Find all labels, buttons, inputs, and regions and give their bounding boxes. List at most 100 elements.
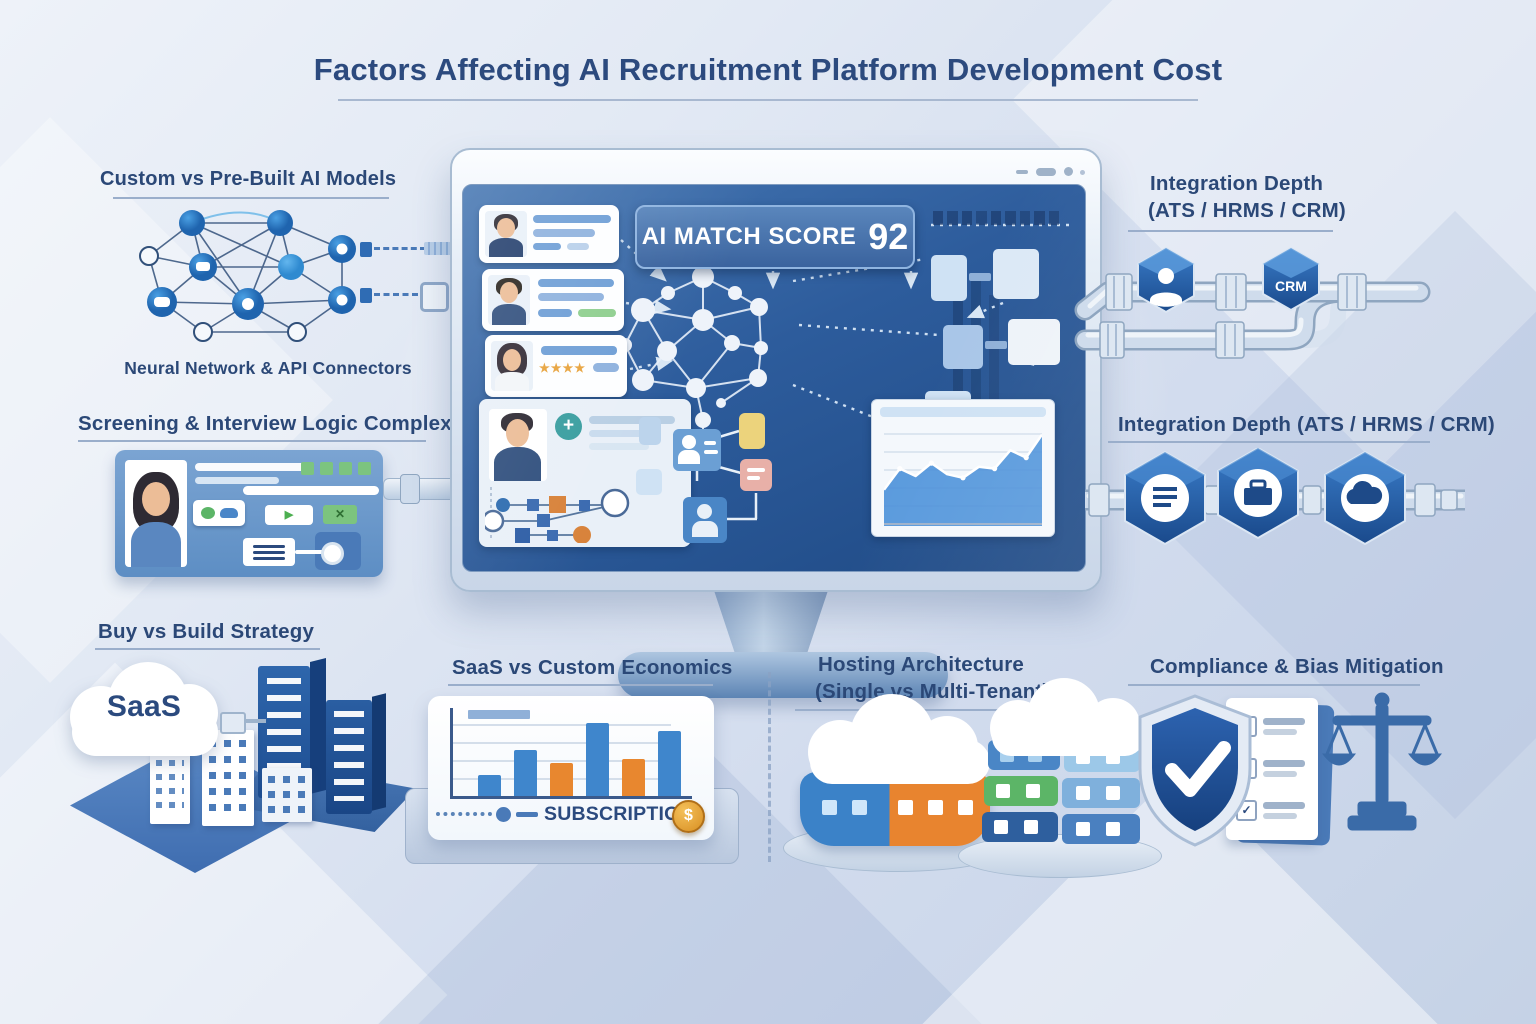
toolbar-cell: [1019, 211, 1031, 225]
buy-build-underline: [95, 648, 320, 650]
avatar-face: [506, 419, 529, 447]
text-bar: [1263, 760, 1305, 767]
economics-heading: SaaS vs Custom Economics: [452, 656, 733, 679]
flow-link: [969, 273, 991, 281]
server-tower-side: [372, 693, 386, 811]
building: [150, 752, 190, 824]
panel-header-bar: [880, 407, 1046, 417]
economics-card: SUBSCRIPTION $: [428, 696, 714, 840]
building-windows: [268, 776, 306, 814]
flow-box: [1008, 319, 1060, 365]
gridline: [453, 760, 671, 762]
bar-3: [550, 763, 573, 796]
api-connector-cable: [374, 247, 426, 250]
single-tenant-drum: [800, 772, 990, 846]
rating-square: [320, 462, 333, 475]
list-line: [253, 545, 285, 548]
compliance-heading: Compliance & Bias Mitigation: [1150, 655, 1444, 678]
screening-pipe-sleeve: [400, 474, 420, 504]
api-connector-plug: [360, 288, 372, 303]
bar-6: [658, 731, 681, 796]
candidate-card: ★★★★: [485, 335, 627, 397]
saas-connector: [220, 712, 246, 734]
monitor-stand-base: [618, 652, 948, 698]
banner-score: 92: [868, 216, 909, 257]
multi-tenant-row: [982, 812, 1058, 842]
avatar-face: [500, 282, 518, 303]
building-windows: [209, 740, 247, 816]
server-window: [994, 820, 1008, 834]
api-connector-cable: [374, 293, 418, 296]
y-axis: [450, 708, 453, 798]
slider-knob: [321, 542, 344, 565]
server-window: [1076, 786, 1090, 800]
leader-dots: [436, 812, 492, 816]
rating-square: [358, 462, 371, 475]
gridline: [453, 724, 671, 726]
candidate-avatar: [488, 275, 530, 325]
screen-toolbar: [933, 211, 1059, 225]
bar-4: [586, 723, 609, 796]
window-control-dot: [1064, 167, 1073, 176]
integration-pipes: [1074, 246, 1431, 359]
subscription-label: SUBSCRIPTION: [544, 803, 694, 825]
avatar-face: [497, 218, 515, 238]
text-bar: [1263, 718, 1305, 725]
text-bar: [533, 229, 595, 237]
avatar-torso: [492, 304, 526, 325]
analytics-line-chart: [884, 433, 1042, 526]
star-rating: ★★★★: [539, 361, 587, 375]
toolbar-cell: [990, 211, 1002, 225]
custom-models-underline: [113, 197, 389, 199]
text-bar: [533, 215, 611, 223]
play-button: ▶: [265, 505, 313, 525]
page-title: Factors Affecting AI Recruitment Platfor…: [313, 52, 1223, 87]
rating-square: [339, 462, 352, 475]
text-bar: [589, 430, 661, 437]
scales-of-justice-icon: [1322, 692, 1442, 831]
text-bar: [195, 477, 279, 484]
toolbar-cell: [1048, 211, 1059, 225]
server-window: [996, 784, 1010, 798]
integration-hex-chain: [1085, 448, 1465, 546]
person-icon: [682, 435, 696, 449]
progress-bar: [243, 486, 379, 495]
interview-logic-flow: [485, 487, 630, 543]
cloud-icon: [220, 508, 238, 518]
flow-box: [931, 255, 967, 301]
legend-chip: [468, 710, 530, 719]
hosting-cloud-multi: [990, 676, 1150, 768]
ai-match-score-banner: AI MATCH SCORE 92: [635, 205, 915, 269]
bar-1: [478, 775, 501, 796]
text-bar: [533, 243, 561, 250]
ats-cube: [1137, 246, 1195, 314]
text-bar: [704, 441, 716, 445]
window-control-dot: [1080, 170, 1085, 175]
toolbar-cell: [976, 211, 987, 225]
text-bar: [195, 463, 313, 471]
banner-label: AI MATCH SCORE: [641, 223, 857, 250]
avatar-face: [142, 482, 170, 516]
saas-cloud: SaaS: [68, 656, 220, 762]
gridline: [453, 742, 671, 744]
tower-windows: [334, 711, 364, 801]
drum-window: [852, 800, 867, 815]
building: [202, 730, 254, 826]
text-bar: [747, 468, 765, 472]
server-tower-side: [310, 658, 326, 794]
list-line: [253, 551, 285, 554]
integration-top-heading-line1: Integration Depth: [1150, 172, 1324, 195]
coin-icon: $: [672, 800, 705, 833]
avatar-torso: [489, 238, 523, 257]
flow-box-yellow: [739, 413, 765, 449]
screening-underline: [78, 440, 426, 442]
integration-top-underline: [1128, 230, 1333, 232]
multi-tenant-row: [1062, 814, 1140, 844]
title-underline: [338, 99, 1198, 101]
text-bar: [538, 279, 614, 287]
crm-cube: [1262, 246, 1320, 312]
server-tower: [326, 700, 372, 814]
candidate-photo: [125, 460, 187, 567]
economics-underline: [448, 684, 713, 686]
leader-dash: [516, 812, 538, 817]
